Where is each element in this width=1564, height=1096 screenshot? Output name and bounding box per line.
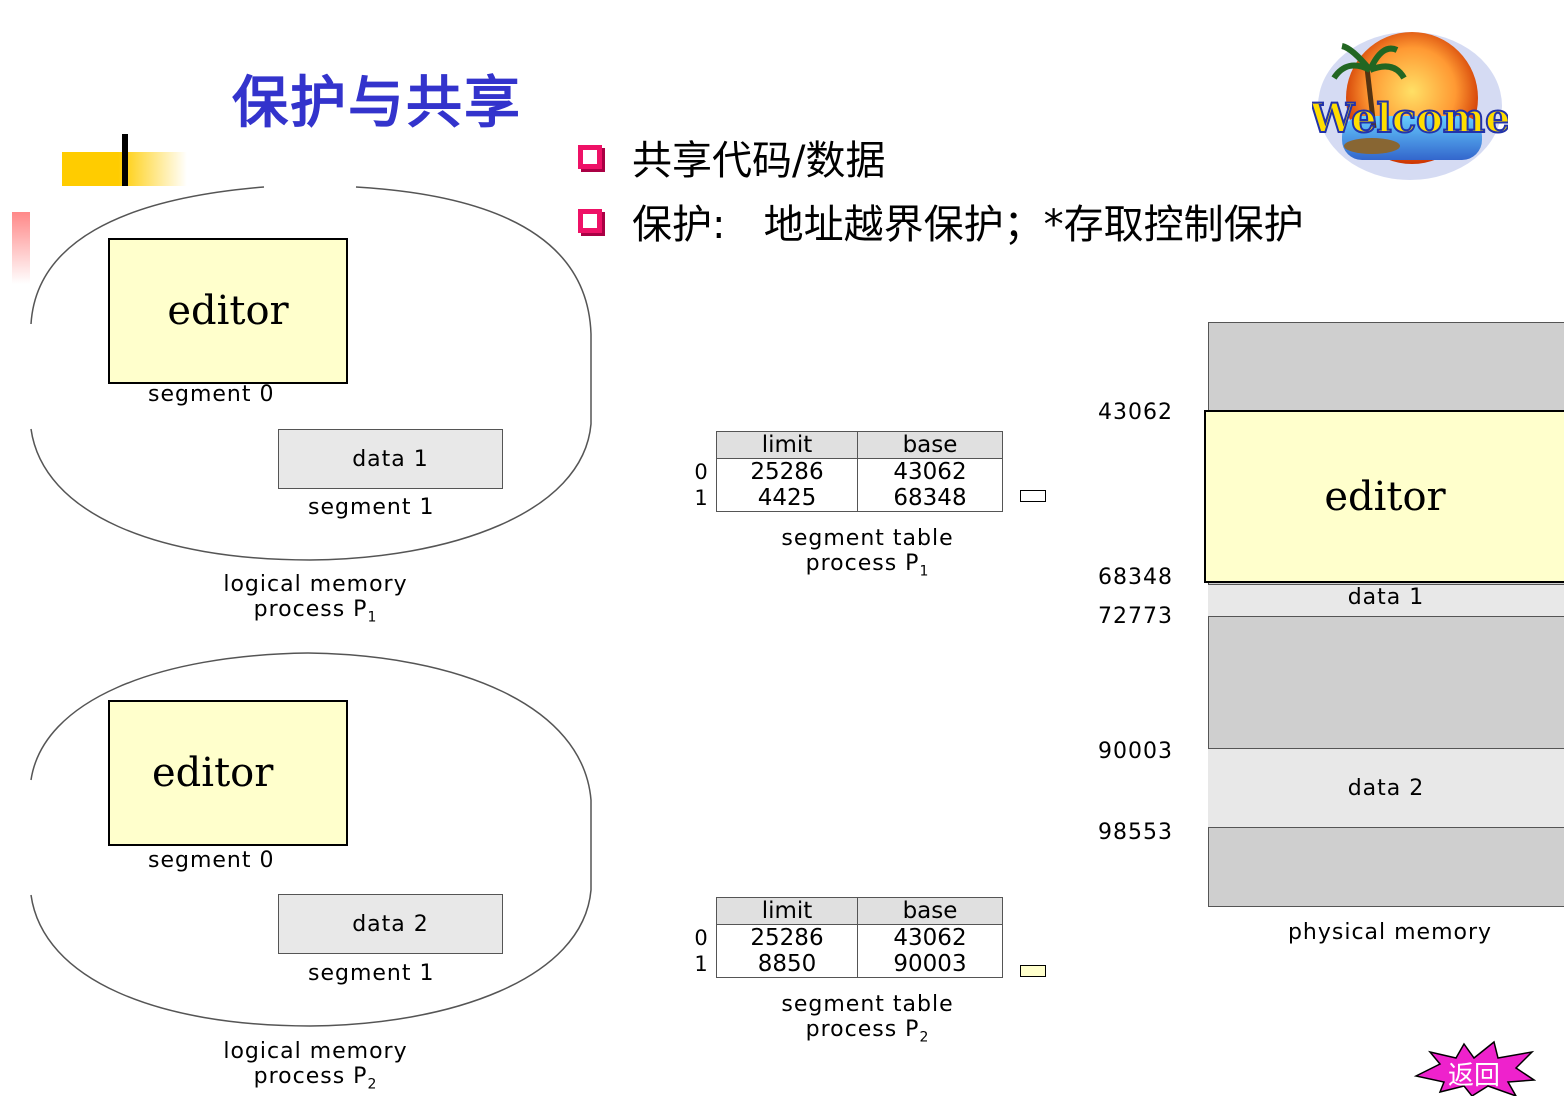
- process1-caption: logical memory process P1: [178, 572, 453, 625]
- process2-outline: [30, 652, 592, 1027]
- process2-caption: logical memory process P2: [178, 1039, 453, 1092]
- process1-segment1-label: segment 1: [308, 495, 435, 520]
- physical-data2-label: data 2: [1347, 776, 1425, 801]
- starburst-icon: [1413, 1040, 1536, 1096]
- table2-pointer-rect: [1020, 965, 1046, 977]
- welcome-logo-icon: Welcome: [1312, 32, 1508, 180]
- table1-row1-limit: 4425: [716, 485, 858, 512]
- table1-header-base: base: [857, 431, 1003, 459]
- segment-table-2: limit base 0 25286 43062 1 8850 90003: [686, 897, 1003, 978]
- bullet-box-icon: [578, 209, 602, 233]
- segment-table-1: limit base 0 25286 43062 1 4425 68348: [686, 431, 1003, 512]
- table1-caption: segment table process P1: [740, 526, 995, 579]
- physical-divider-72773: [1208, 616, 1564, 617]
- bullet-text-1: 共享代码/数据: [632, 138, 886, 184]
- process2-data-segment: data 2: [278, 894, 503, 954]
- physical-data1-label: data 1: [1347, 585, 1425, 610]
- process1-caption-sub: 1: [367, 609, 378, 626]
- bullet-item-1: 共享代码/数据: [578, 128, 885, 186]
- table2-caption: segment table process P2: [740, 992, 995, 1045]
- table2-caption-sub: 2: [919, 1029, 930, 1046]
- process2-editor-segment: editor: [108, 700, 348, 846]
- bullet-text-2: 保护: 地址越界保护；*存取控制保护: [632, 202, 1304, 248]
- process2-segment1-label: segment 1: [308, 961, 435, 986]
- address-label-4: 98553: [1098, 820, 1173, 845]
- table1-row0-index: 0: [694, 459, 708, 484]
- table1-row1-base: 68348: [857, 485, 1003, 512]
- process1-caption-line2: process P: [253, 597, 368, 622]
- physical-data1-block: data 1: [1208, 584, 1564, 616]
- table1-header-limit: limit: [716, 431, 858, 459]
- table1-row1-index: 1: [694, 486, 708, 511]
- table2-row0-base: 43062: [857, 924, 1003, 951]
- bullet-box-icon: [578, 145, 602, 169]
- welcome-logo-text: Welcome: [1312, 95, 1508, 142]
- return-button-label: 返回: [1448, 1061, 1500, 1091]
- table2-row1-base: 90003: [857, 951, 1003, 978]
- process1-data-segment: data 1: [278, 429, 503, 489]
- table2-row1-limit: 8850: [716, 951, 858, 978]
- process2-segment0-label: segment 0: [148, 848, 275, 873]
- physical-data2-block: data 2: [1208, 748, 1564, 828]
- decor-pink-bar: [12, 212, 30, 284]
- bullet-item-2: 保护: 地址越界保护；*存取控制保护: [578, 192, 1304, 250]
- process1-editor-segment: editor: [108, 238, 348, 384]
- process1-outline: [30, 186, 592, 561]
- table1-row0-base: 43062: [857, 458, 1003, 485]
- table1-caption-line1: segment table: [781, 526, 954, 551]
- address-label-2: 72773: [1098, 604, 1173, 629]
- physical-editor-segment: editor: [1204, 410, 1564, 583]
- process1-caption-line1: logical memory: [223, 572, 408, 597]
- process2-caption-line2: process P: [253, 1064, 368, 1089]
- return-button[interactable]: 返回: [1412, 1040, 1536, 1096]
- table2-row0-index: 0: [694, 925, 708, 950]
- address-label-3: 90003: [1098, 739, 1173, 764]
- decor-black-bar: [122, 134, 128, 186]
- table2-header-base: base: [857, 897, 1003, 925]
- table1-pointer-rect: [1020, 490, 1046, 502]
- table1-row0-limit: 25286: [716, 458, 858, 485]
- process2-caption-sub: 2: [367, 1076, 378, 1093]
- address-label-0: 43062: [1098, 400, 1173, 425]
- table1-caption-sub: 1: [919, 563, 930, 580]
- process2-caption-line1: logical memory: [223, 1039, 408, 1064]
- table1-caption-line2: process P: [805, 551, 920, 576]
- table2-caption-line1: segment table: [781, 992, 954, 1017]
- slide-title: 保护与共享: [232, 71, 522, 136]
- table2-row1-index: 1: [694, 952, 708, 977]
- address-label-1: 68348: [1098, 565, 1173, 590]
- table2-row0-limit: 25286: [716, 924, 858, 951]
- table2-header-limit: limit: [716, 897, 858, 925]
- process1-segment0-label: segment 0: [148, 382, 275, 407]
- table2-caption-line2: process P: [805, 1017, 920, 1042]
- physical-memory-caption: physical memory: [1287, 920, 1493, 945]
